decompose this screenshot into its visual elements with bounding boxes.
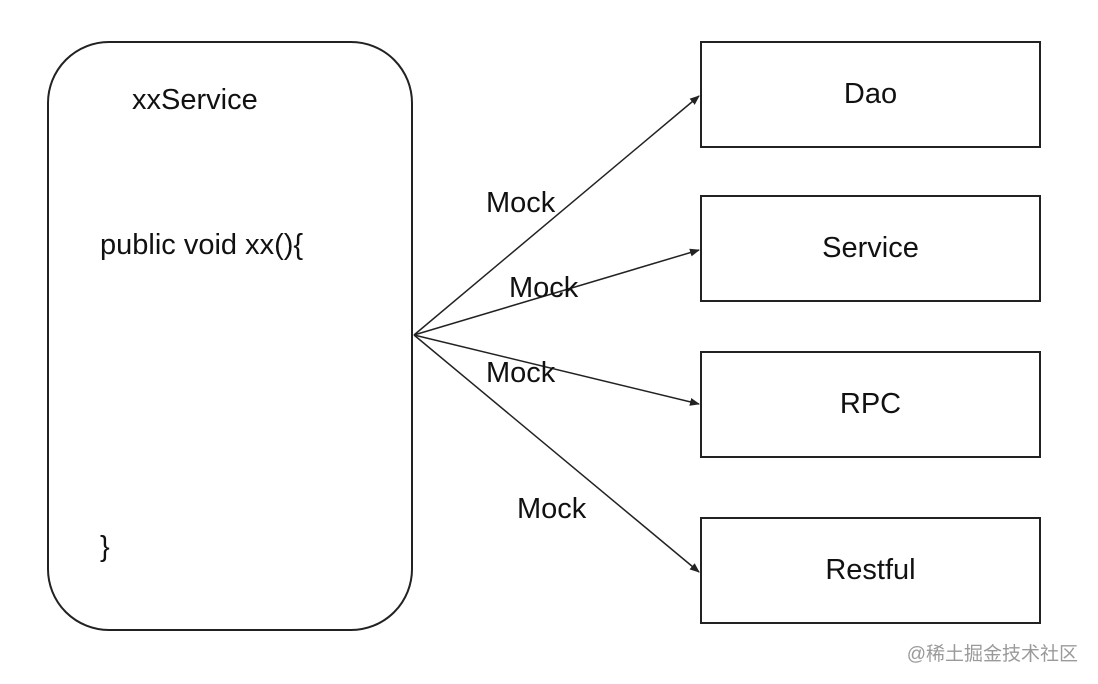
dao-label: Dao — [843, 78, 898, 110]
mock-label-dao: Mock — [486, 187, 556, 219]
mock-label-restful: Mock — [517, 493, 587, 525]
service-title: xxService — [132, 84, 258, 116]
mock-label-rpc: Mock — [486, 357, 556, 389]
method-closing-brace: } — [100, 531, 110, 563]
arrow-to-service — [413, 248, 700, 336]
mock-label-service: Mock — [509, 272, 579, 304]
dao-box: Dao — [700, 41, 1041, 148]
arrow-to-dao — [413, 95, 700, 336]
arrow-to-restful — [413, 334, 700, 573]
rpc-box: RPC — [700, 351, 1041, 458]
arrow-to-rpc — [413, 334, 700, 406]
watermark: @稀土掘金技术社区 — [906, 644, 1078, 665]
method-signature: public void xx(){ — [100, 229, 304, 261]
rpc-label: RPC — [839, 388, 902, 420]
service-dependency-label: Service — [822, 232, 919, 264]
service-container — [47, 41, 413, 631]
restful-label: Restful — [825, 554, 916, 586]
service-dependency-box: Service — [700, 195, 1041, 302]
restful-box: Restful — [700, 517, 1041, 624]
